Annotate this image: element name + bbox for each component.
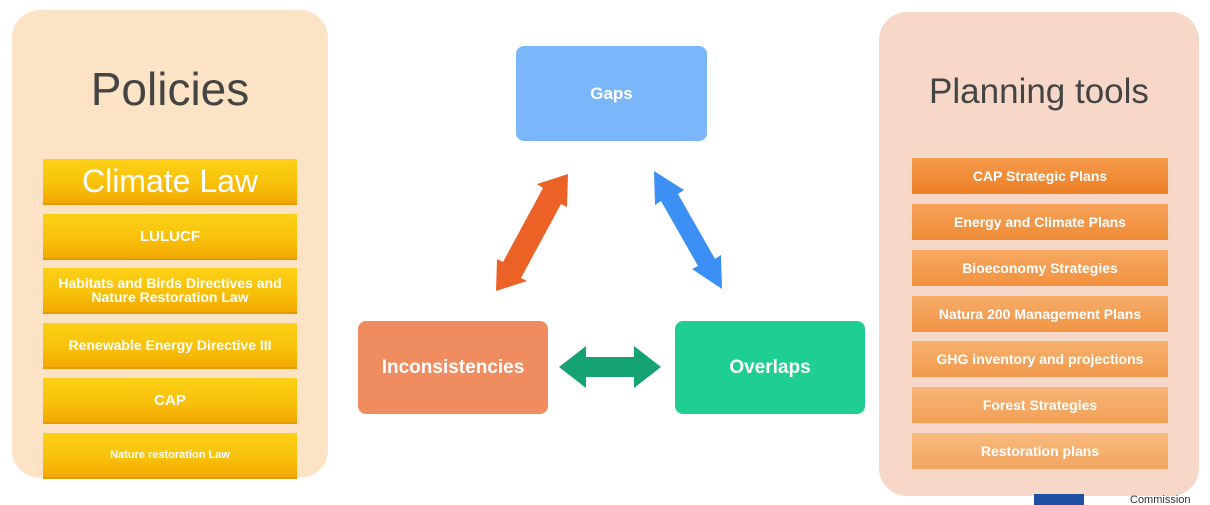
arrow-gaps-inconsistencies — [496, 174, 568, 291]
tool-forest-strategies: Forest Strategies — [912, 387, 1168, 423]
tool-natura-management-plans: Natura 200 Management Plans — [912, 296, 1168, 332]
planning-tools-title: Planning tools — [929, 72, 1149, 111]
policy-nature-restoration: Nature restoration Law — [43, 433, 297, 479]
planning-tools-panel: Planning tools CAP Strategic Plans Energ… — [879, 12, 1199, 496]
tool-cap-strategic-plans: CAP Strategic Plans — [912, 158, 1168, 194]
policies-panel: Policies Climate Law LULUCF Habitats and… — [12, 10, 328, 479]
gaps-box: Gaps — [516, 46, 707, 141]
inconsistencies-box: Inconsistencies — [358, 321, 548, 414]
eu-logo-text: Commission — [1130, 494, 1191, 505]
policy-cap: CAP — [43, 378, 297, 424]
arrow-inconsistencies-overlaps — [559, 346, 661, 388]
tool-bioeconomy-strategies: Bioeconomy Strategies — [912, 250, 1168, 286]
eu-flag-icon — [1034, 494, 1084, 505]
tool-ghg-inventory: GHG inventory and projections — [912, 341, 1168, 377]
policy-habitats-birds: Habitats and Birds Directives and Nature… — [43, 268, 297, 314]
tool-restoration-plans: Restoration plans — [912, 433, 1168, 469]
policies-title: Policies — [90, 63, 250, 115]
overlaps-box: Overlaps — [675, 321, 865, 414]
policy-climate-law: Climate Law — [43, 159, 297, 205]
policy-red-iii: Renewable Energy Directive III — [43, 323, 297, 369]
arrow-gaps-overlaps — [654, 171, 722, 289]
eu-commission-logo: Commission — [1034, 488, 1210, 505]
tool-energy-climate-plans: Energy and Climate Plans — [912, 204, 1168, 240]
policy-lulucf: LULUCF — [43, 214, 297, 260]
